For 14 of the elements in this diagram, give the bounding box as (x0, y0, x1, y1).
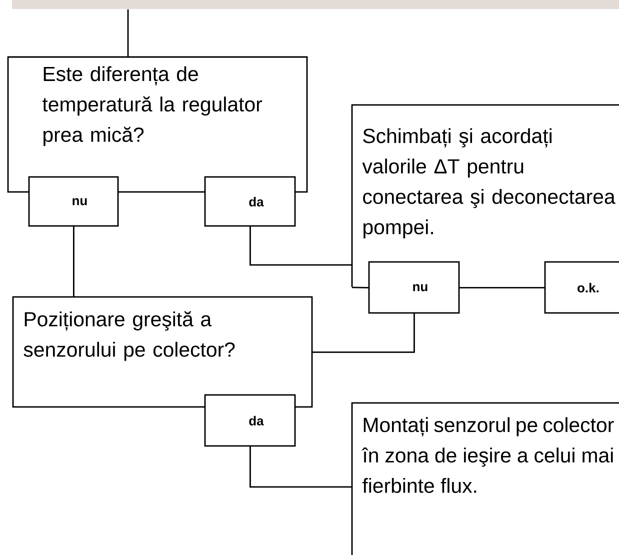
answer-box: nu (28, 176, 119, 227)
connector-line (250, 446, 352, 488)
answer-box: o.k. (544, 261, 619, 314)
header-bar (12, 0, 619, 9)
answer-box: da (204, 394, 296, 447)
action-box: Montați senzorul pe colector în zona de ieşire a celui mai fierbinte flux. (351, 402, 619, 555)
connector-line (127, 9, 129, 57)
connector-line (73, 226, 74, 297)
connector-line (312, 313, 415, 353)
connector-line (250, 226, 352, 266)
connector-line (352, 286, 370, 288)
answer-box: nu (368, 261, 460, 314)
connector-line (459, 286, 545, 288)
answer-box: da (204, 176, 296, 227)
